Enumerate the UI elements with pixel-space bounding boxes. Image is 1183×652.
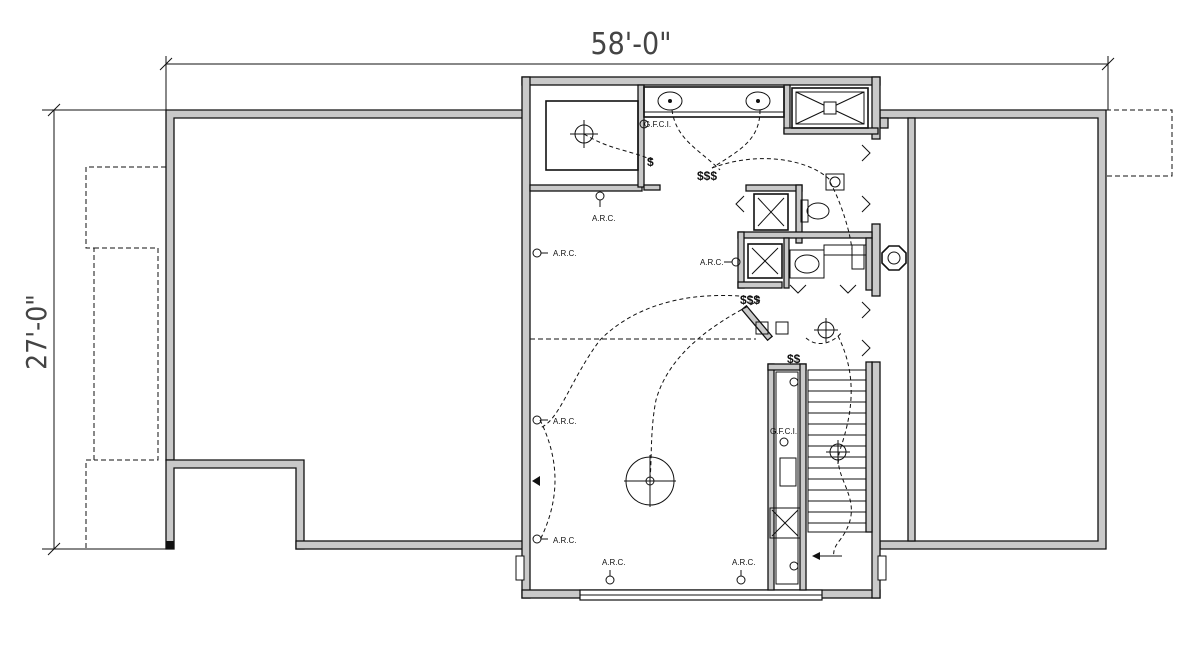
toilet-icon bbox=[800, 199, 830, 223]
gfci-label: G.F.C.I. bbox=[644, 120, 671, 129]
arc-label: A.R.C. bbox=[592, 214, 616, 223]
outlet-icon bbox=[789, 561, 799, 571]
powder-sink bbox=[789, 244, 867, 279]
depth-dimension-label: 27'-0" bbox=[20, 294, 53, 370]
outlet-icon bbox=[605, 570, 615, 585]
switch-group-label: $$ bbox=[787, 352, 801, 366]
right-room-walls bbox=[879, 109, 1107, 550]
data-jack-icon bbox=[532, 476, 540, 486]
outlet-icon bbox=[532, 534, 548, 544]
sink-icon bbox=[657, 91, 683, 111]
gfci-label: G.F.C.I. bbox=[770, 427, 797, 436]
outlet-icon bbox=[724, 257, 741, 267]
exhaust-fan-icon bbox=[825, 173, 845, 191]
staircase bbox=[807, 369, 867, 560]
dashed-outline-right bbox=[1106, 109, 1173, 177]
arc-label: A.R.C. bbox=[553, 536, 577, 545]
closet-column bbox=[769, 371, 801, 585]
switch-group-label: $ bbox=[647, 155, 654, 169]
water-heater-icon bbox=[881, 245, 907, 271]
vanity bbox=[643, 86, 785, 118]
arc-label: A.R.C. bbox=[700, 258, 724, 267]
small-shower bbox=[753, 193, 789, 231]
switch-group-label: $$$ bbox=[697, 169, 717, 183]
outlet-icon bbox=[736, 570, 746, 585]
arc-label: A.R.C. bbox=[732, 558, 756, 567]
switch-group-label: $$$ bbox=[740, 293, 760, 307]
width-dimension-label: 58'-0" bbox=[590, 27, 671, 62]
depth-dimension: 27'-0" bbox=[20, 103, 168, 556]
light-fixture-icon bbox=[814, 318, 838, 342]
outlet-icon bbox=[595, 191, 605, 207]
annotations: G.F.C.I. G.F.C.I. A.R.C. A.R.C. A.R.C. A… bbox=[553, 120, 801, 567]
arc-label: A.R.C. bbox=[553, 249, 577, 258]
outlet-icon bbox=[532, 415, 548, 425]
left-room-walls bbox=[165, 109, 525, 550]
arc-label: A.R.C. bbox=[602, 558, 626, 567]
dashed-outline-left bbox=[85, 166, 166, 550]
wiring bbox=[539, 109, 853, 557]
width-dimension: 58'-0" bbox=[159, 27, 1115, 110]
fan-box-icon bbox=[755, 321, 789, 335]
arc-label: A.R.C. bbox=[553, 417, 577, 426]
outlet-icon bbox=[639, 119, 649, 129]
interior-walls bbox=[529, 84, 879, 591]
shower bbox=[791, 87, 869, 129]
outlet-icon bbox=[789, 377, 799, 387]
outlet-icon bbox=[779, 437, 789, 447]
sink-icon bbox=[745, 91, 771, 111]
outlet-icon bbox=[532, 248, 548, 258]
bathtub bbox=[545, 100, 639, 171]
laundry-box bbox=[747, 243, 783, 279]
outlets bbox=[532, 119, 799, 585]
ceiling-fan-icon bbox=[624, 455, 676, 507]
door-swings bbox=[735, 144, 871, 357]
